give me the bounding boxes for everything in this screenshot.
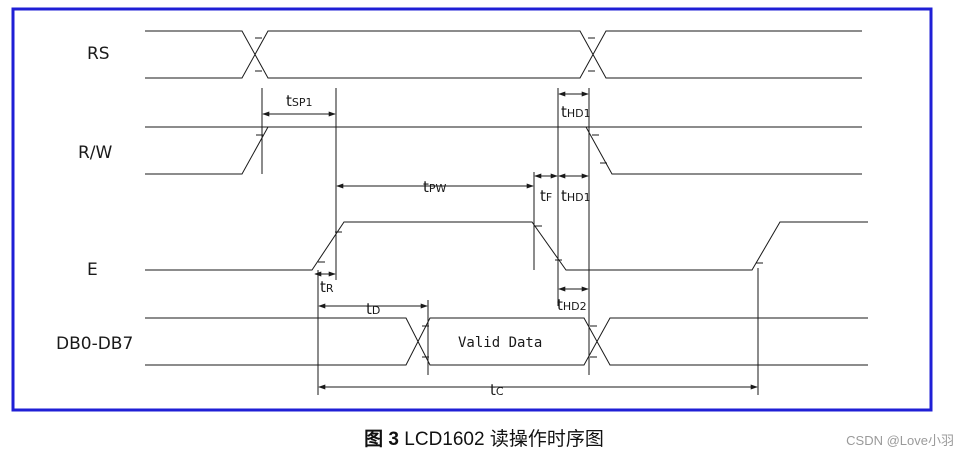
- timing-label-tpw: tPW: [423, 178, 447, 196]
- timing-label-thd1-mid: tHD1: [561, 187, 591, 205]
- timing-label-tc: tC: [490, 381, 504, 399]
- e-waveform: [145, 221, 868, 271]
- reference-lines: [261, 88, 759, 395]
- signal-label-rs: RS: [87, 44, 110, 64]
- signal-label-e: E: [87, 260, 98, 280]
- diagram-border: [11, 7, 933, 412]
- timing-label-thd1-top: tHD1: [561, 103, 591, 121]
- signal-label-db: DB0-DB7: [56, 334, 133, 354]
- signal-label-rw: R/W: [78, 143, 113, 163]
- timing-label-thd2: tHD2: [557, 296, 587, 314]
- figure-caption: 图 3 LCD1602 读操作时序图: [0, 424, 968, 451]
- figure-caption-prefix: 图 3: [364, 429, 399, 450]
- timing-label-td: tD: [366, 300, 380, 318]
- valid-data-label: Valid Data: [458, 335, 542, 351]
- rs-waveform: [145, 30, 862, 79]
- watermark: CSDN @Love小羽: [846, 433, 954, 448]
- timing-label-tf: tF: [540, 187, 552, 205]
- timing-label-tsp1: tSP1: [286, 92, 313, 110]
- db-waveform: [145, 317, 868, 366]
- rw-waveform: [145, 126, 862, 175]
- timing-label-tr: tR: [320, 278, 334, 296]
- figure-caption-text: LCD1602 读操作时序图: [399, 429, 604, 450]
- dimension-arrows: [262, 91, 758, 390]
